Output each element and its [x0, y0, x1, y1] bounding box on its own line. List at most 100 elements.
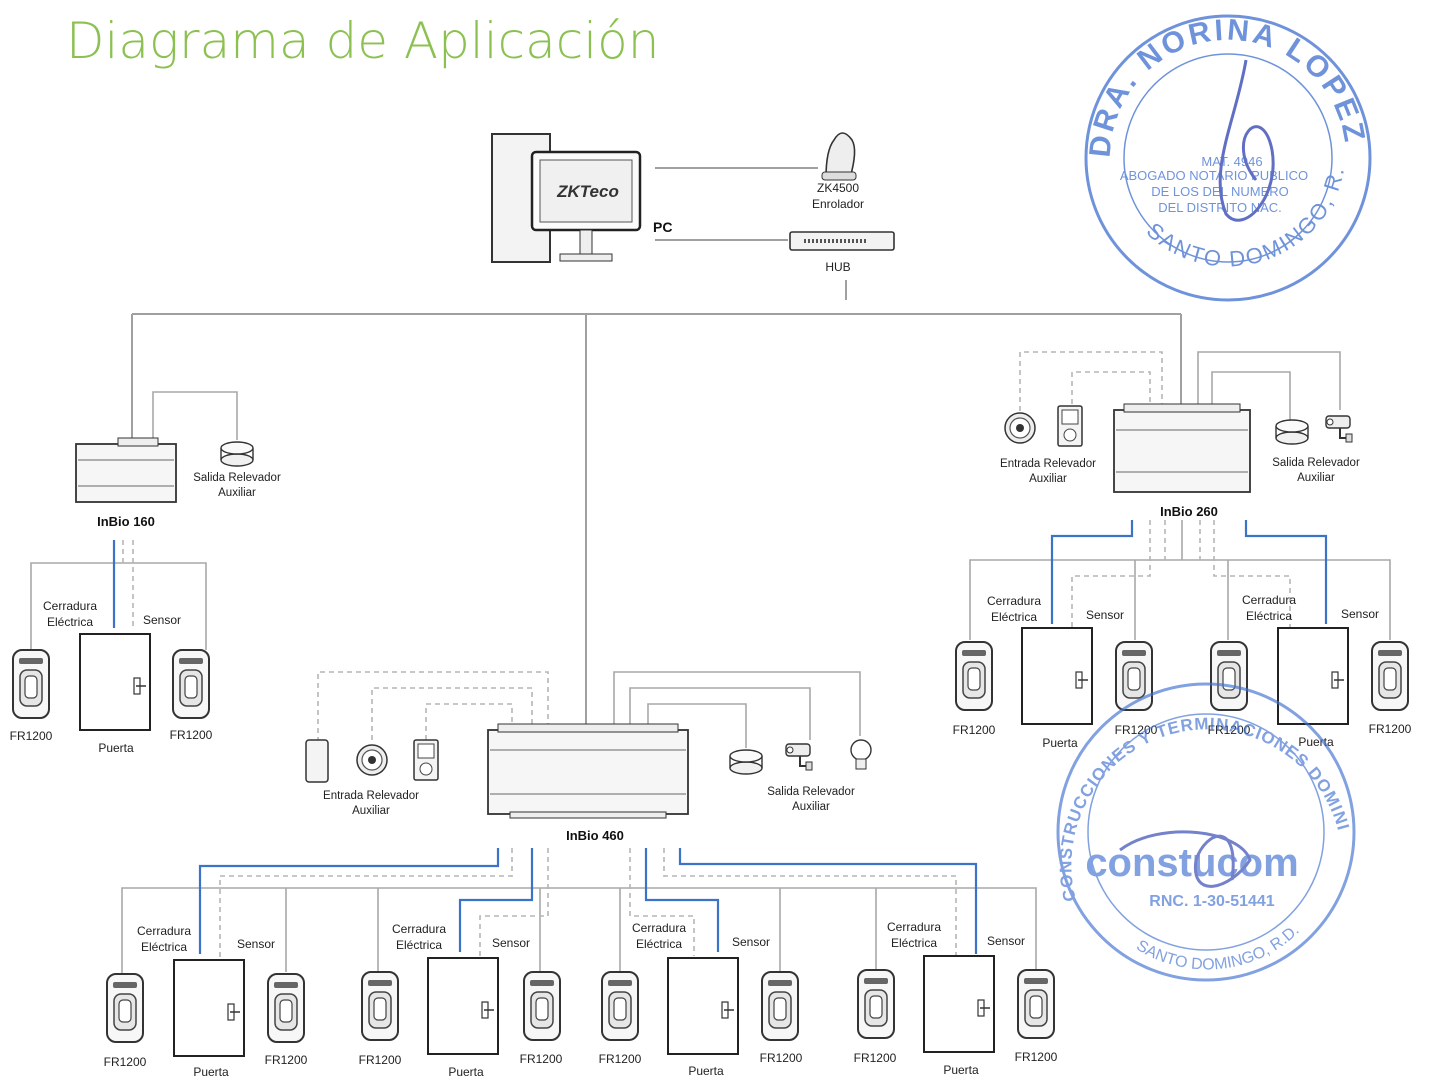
inbio260-panel: InBio 260 Entrada Relevador Auxiliar Sal…	[1000, 351, 1360, 519]
sensor-label: Sensor	[237, 937, 275, 951]
reader-label: FR1200	[1115, 723, 1158, 737]
inbio160-panel: InBio 160 Salida Relevador Auxiliar	[75, 391, 281, 529]
lock-label: Cerradura	[887, 920, 941, 934]
camera-icon	[1325, 415, 1353, 443]
reader-label: FR1200	[1369, 722, 1412, 736]
lock-label-2: Eléctrica	[991, 610, 1037, 624]
sensor-label: Sensor	[987, 934, 1025, 948]
door-label: Puerta	[448, 1065, 484, 1078]
page-title: Diagrama de Aplicación	[66, 12, 659, 70]
reader-icon	[172, 649, 210, 719]
reader-icon	[361, 971, 399, 1041]
bell-icon	[1275, 419, 1309, 445]
reader-icon	[12, 649, 50, 719]
lock-label-2: Eléctrica	[1246, 609, 1292, 623]
reader-label: FR1200	[265, 1053, 308, 1067]
inbio460-wiring	[121, 848, 1037, 974]
company-stamp-city: SANTO DOMINGO, R.D.	[1133, 922, 1302, 974]
pc-label: PC	[653, 219, 672, 235]
door-label: Puerta	[1042, 736, 1078, 750]
relay-in-label-2: Auxiliar	[352, 805, 390, 817]
door-label: Puerta	[943, 1063, 979, 1077]
sensor-label: Sensor	[732, 935, 770, 949]
sensor-label: Sensor	[1341, 607, 1379, 621]
inbio460-panel: InBio 460 Entrada Relevador Auxiliar Sal…	[305, 671, 872, 843]
siren-icon	[356, 744, 388, 776]
signature	[1119, 830, 1252, 888]
reader-label: FR1200	[854, 1051, 897, 1065]
door-label: Puerta	[98, 741, 134, 755]
zk4500-enroller: ZK4500 Enrolador	[812, 132, 864, 211]
reader-label: FR1200	[10, 729, 53, 743]
inbio460-label: InBio 460	[566, 828, 624, 843]
relay-out-label: Salida Relevador	[193, 472, 281, 484]
reader-label: FR1200	[760, 1051, 803, 1065]
relay-out-label-2: Auxiliar	[792, 801, 830, 813]
door-icon	[427, 957, 499, 1055]
bell-icon	[220, 441, 254, 467]
bulb-icon	[850, 739, 872, 770]
reader-label: FR1200	[1015, 1050, 1058, 1064]
pc-computer: ZKTeco PC	[491, 133, 672, 263]
company-stamp-brand: constucom	[1085, 841, 1298, 885]
reader-icon	[523, 971, 561, 1041]
signature	[1218, 59, 1275, 222]
sensor-label: Sensor	[492, 936, 530, 950]
reader-icon	[267, 973, 305, 1043]
reader-icon	[1115, 641, 1153, 711]
lock-label: Cerradura	[1242, 593, 1296, 607]
keypad-icon	[413, 739, 439, 781]
reader-icon	[955, 641, 993, 711]
camera-icon	[785, 743, 813, 771]
reader-label: FR1200	[359, 1053, 402, 1067]
enroller-model: ZK4500	[817, 181, 859, 195]
siren-icon	[1004, 412, 1036, 444]
reader-icon	[857, 969, 895, 1039]
lock-label-2: Eléctrica	[47, 615, 93, 629]
keypad-icon	[1057, 405, 1083, 447]
reader-label: FR1200	[1208, 723, 1251, 737]
bell-icon	[729, 749, 763, 775]
reader-label: FR1200	[170, 728, 213, 742]
notary-stamp-line4: DEL DISTRITO NAC.	[1158, 200, 1282, 215]
lock-label-2: Eléctrica	[891, 936, 937, 950]
reader-icon	[1017, 969, 1055, 1039]
company-stamp-rnc: RNC. 1-30-51441	[1149, 893, 1275, 910]
network-lines	[131, 167, 1182, 724]
inbio160-wiring	[30, 540, 207, 650]
lock-label-2: Eléctrica	[396, 938, 442, 952]
sensor-label: Sensor	[1086, 608, 1124, 622]
reader-label: FR1200	[953, 723, 996, 737]
door-label: Puerta	[193, 1065, 229, 1078]
lock-label: Cerradura	[632, 921, 686, 935]
reader-icon	[761, 971, 799, 1041]
lock-label: Cerradura	[392, 922, 446, 936]
notary-stamp-line1: MAT. 4946	[1201, 154, 1262, 169]
hub-switch: HUB	[789, 231, 895, 274]
reader-icon	[106, 973, 144, 1043]
relay-in-label: Entrada Relevador	[323, 790, 419, 802]
door-icon	[79, 633, 151, 731]
hub-label: HUB	[825, 260, 850, 274]
reader-label: FR1200	[104, 1055, 147, 1069]
remote-icon	[305, 739, 329, 783]
relay-out-label: Salida Relevador	[767, 786, 855, 798]
relay-out-label-2: Auxiliar	[1297, 472, 1335, 484]
notary-stamp-line2: ABOGADO NOTARIO PUBLICO	[1120, 168, 1308, 183]
relay-in-label-2: Auxiliar	[1029, 473, 1067, 485]
door-label: Puerta	[688, 1064, 724, 1078]
relay-out-label-2: Auxiliar	[218, 487, 256, 499]
reader-icon	[1371, 641, 1409, 711]
inbio260-wiring	[969, 520, 1391, 640]
lock-label: Cerradura	[43, 599, 97, 613]
lock-label: Cerradura	[987, 594, 1041, 608]
lock-label: Cerradura	[137, 924, 191, 938]
door-icon	[923, 955, 995, 1053]
inbio160-label: InBio 160	[97, 514, 155, 529]
inbio260-label: InBio 260	[1160, 504, 1218, 519]
relay-out-label: Salida Relevador	[1272, 457, 1360, 469]
door-icon	[667, 957, 739, 1055]
door-icon	[1021, 627, 1093, 725]
reader-icon	[601, 971, 639, 1041]
